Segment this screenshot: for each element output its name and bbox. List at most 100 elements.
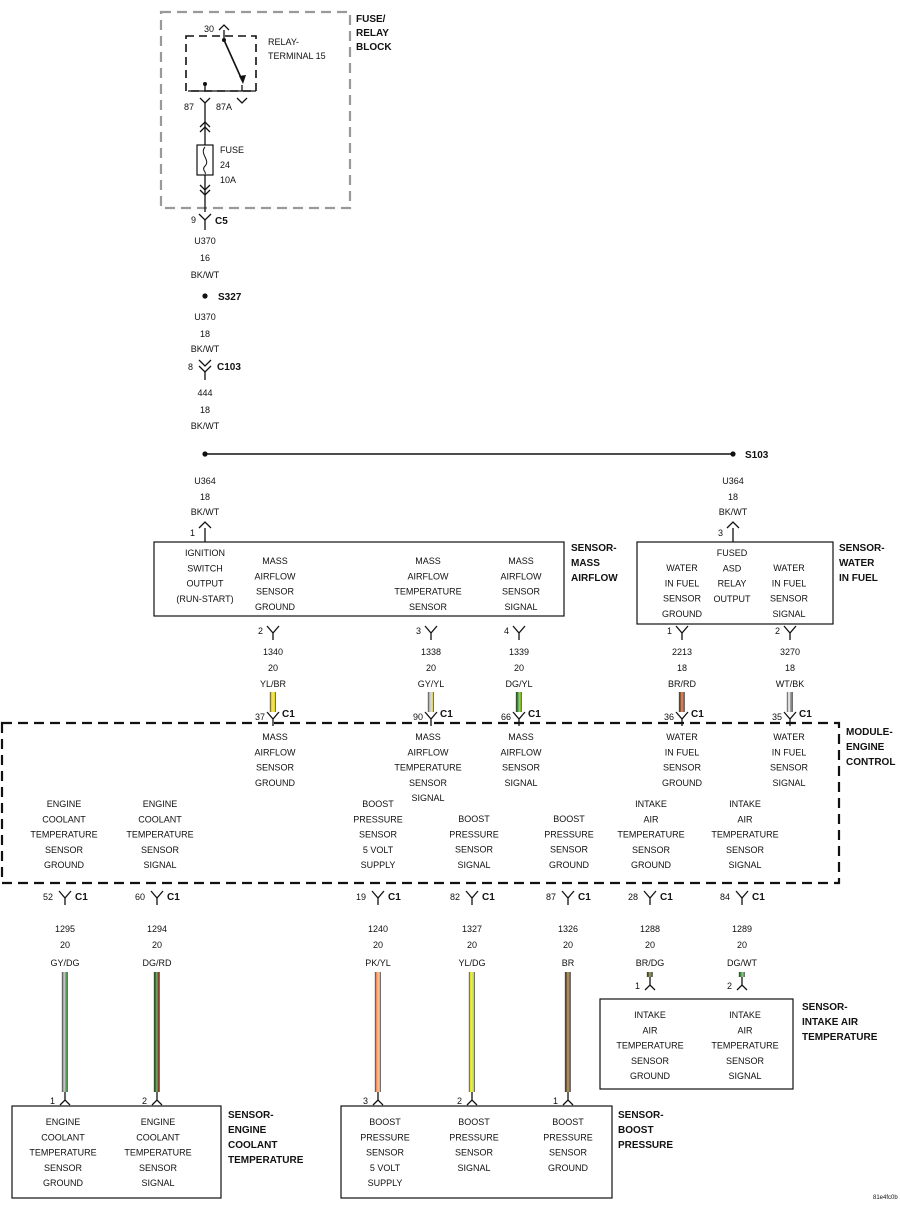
ecm-top-label-4-line-3: SENSOR (663, 763, 702, 773)
boost-cell-3-line-2: PRESSURE (543, 1132, 593, 1142)
wif-sensor-box (636, 541, 834, 625)
ecm-top-label-1-line-1: MASS (262, 732, 288, 742)
upper-wire-1339-c1-pin: 66 (501, 712, 511, 722)
maf-cell-2-line-1: MASS (262, 556, 288, 566)
lower-wire-1327-c1-label: C1 (482, 892, 495, 903)
iat-cell-1-line-4: SENSOR (631, 1056, 670, 1066)
ecm-top-label-5-line-1: WATER (773, 732, 805, 742)
upper-wire-1338-sensor-pin: 3 (416, 626, 421, 636)
wire-u364-right-circuit: U364 (722, 476, 744, 486)
c5-connector-icon (198, 213, 212, 221)
ecm-bottom-label-1-line-1: ENGINE (47, 799, 82, 809)
upper-wire-1338-c1-pin: 90 (413, 712, 423, 722)
upper-wire-1340-color: YL/BR (260, 679, 287, 689)
ecm-top-label-1-line-2: AIRFLOW (254, 747, 296, 757)
c103-connector-icon (198, 359, 212, 373)
feed-circuit: 9 C5 U370 16 BK/WT S327 U370 18 BK/WT 8 … (188, 213, 769, 542)
boost-cell-1-line-3: SENSOR (366, 1148, 405, 1158)
upper-wire-3270-sensor-terminal-icon (783, 625, 797, 640)
ecm-top-label-2-line-3: TEMPERATURE (394, 763, 461, 773)
wire-u364-left-circuit: U364 (194, 476, 216, 486)
fuse-relay-block-outline (159, 10, 352, 210)
maf-cell-1-line-3: OUTPUT (187, 579, 225, 589)
ecm-name-1: MODULE- (846, 727, 893, 738)
ecm-bottom-label-2-line-4: SENSOR (141, 845, 180, 855)
ect-cell-2-line-4: SENSOR (139, 1163, 178, 1173)
ecm-top-label-3-line-3: SENSOR (502, 763, 541, 773)
iat-cell-1-line-2: AIR (642, 1025, 658, 1035)
maf-cell-3-line-1: MASS (415, 556, 441, 566)
boost-cell-2-line-4: SIGNAL (457, 1163, 490, 1173)
c5-pin: 9 (191, 215, 196, 225)
iat-sensor-name-1: SENSOR- (802, 1002, 848, 1013)
upper-wire-2213-c1-label: C1 (691, 709, 704, 720)
wire-u364-right-color: BK/WT (719, 507, 748, 517)
lower-wire-1326-c1-pin: 87 (546, 892, 556, 902)
splice-s327-icon (202, 293, 208, 299)
relay-pin-87a: 87A (216, 102, 232, 112)
lower-wire-1326-color: BR (562, 958, 575, 968)
ecm-name-2: ENGINE (846, 742, 885, 753)
ecm-bottom-pin-labels: ENGINECOOLANTTEMPERATURESENSORGROUNDENGI… (30, 799, 778, 870)
ecm-top-label-1-line-3: SENSOR (256, 763, 295, 773)
lower-wire-1326-circuit: 1326 (558, 924, 578, 934)
ecm-outline (0, 721, 841, 885)
maf-sensor-name-2: MASS (571, 558, 600, 569)
maf-cell-3-line-2: AIRFLOW (407, 571, 449, 581)
lower-wire-1295-color: GY/DG (50, 958, 79, 968)
ect-cell-1-line-5: GROUND (43, 1178, 83, 1188)
lower-wire-1288-c1-pin: 28 (628, 892, 638, 902)
iat-cell-2-line-2: AIR (737, 1025, 753, 1035)
upper-wire-1339-circuit: 1339 (509, 647, 529, 657)
lower-wire-1289-c1-terminal-icon (735, 890, 749, 905)
ecm-top-label-2-line-2: AIRFLOW (407, 747, 449, 757)
ecm-top-label-2-line-4: SENSOR (409, 778, 448, 788)
upper-wire-1339-wire (515, 692, 522, 712)
ect-sensor-name-1: SENSOR- (228, 1110, 274, 1121)
ecm-bottom-label-1-line-5: GROUND (44, 860, 84, 870)
lower-wire-1289-c1-pin: 84 (720, 892, 730, 902)
lower-wire-1240-wire (374, 972, 381, 1092)
maf-cell-4-line-2: AIRFLOW (500, 571, 542, 581)
ecm-bottom-label-2-line-1: ENGINE (143, 799, 178, 809)
maf-cell-4-line-3: SENSOR (502, 587, 541, 597)
lower-wire-1327-gauge: 20 (467, 940, 477, 950)
lower-wire-1294-sensor-pin: 2 (142, 1096, 147, 1106)
upper-wire-2213-circuit: 2213 (672, 647, 692, 657)
fuse-block-name-2: RELAY (356, 28, 389, 39)
pin-87a-terminal-icon (236, 97, 248, 104)
intake-air-temperature-sensor: SENSOR- INTAKE AIR TEMPERATURE INTAKEAIR… (599, 998, 878, 1090)
wif-cell-1-line-1: WATER (666, 563, 698, 573)
splice-s327-label: S327 (218, 292, 242, 303)
wire-444-color: BK/WT (191, 421, 220, 431)
upper-wire-3270-color: WT/BK (776, 679, 805, 689)
wire-444-gauge: 18 (200, 405, 210, 415)
upper-wire-1339-gauge: 20 (514, 663, 524, 673)
wif-sensor-name-3: IN FUEL (839, 573, 878, 584)
wire-u370-a-circuit: U370 (194, 236, 216, 246)
ecm-bottom-label-4-line-3: SENSOR (455, 845, 494, 855)
wif-cell-2-line-1: FUSED (717, 548, 748, 558)
ecm-bottom-label-7-line-4: SENSOR (726, 845, 765, 855)
ecm-bottom-label-4-line-1: BOOST (458, 814, 490, 824)
maf-sensor-name-1: SENSOR- (571, 543, 617, 554)
boost-sensor-name-2: BOOST (618, 1125, 654, 1136)
wif-sensor-name-1: SENSOR- (839, 543, 885, 554)
boost-cell-1-line-5: SUPPLY (368, 1178, 403, 1188)
maf-sensor-pin-labels: IGNITIONSWITCHOUTPUT(RUN-START)MASSAIRFL… (176, 548, 542, 612)
maf-cell-2-line-3: SENSOR (256, 587, 295, 597)
lower-wire-1288-c1-label: C1 (660, 892, 673, 903)
lower-wire-1295-wire (61, 972, 68, 1092)
fuse-label: FUSE (220, 145, 244, 155)
upper-wire-1339-color: DG/YL (505, 679, 532, 689)
upper-wire-1339-sensor-pin: 4 (504, 626, 509, 636)
upper-wire-2213-wire (678, 692, 685, 712)
wif-pin3-label: 3 (718, 528, 723, 538)
iat-sensor-name-3: TEMPERATURE (802, 1032, 878, 1043)
fuse-element-icon (202, 146, 208, 175)
lower-wire-1294-wire (153, 972, 160, 1092)
lower-wire-1294-gauge: 20 (152, 940, 162, 950)
ecm-top-label-4-line-1: WATER (666, 732, 698, 742)
wif-cell-2-line-3: RELAY (718, 579, 747, 589)
